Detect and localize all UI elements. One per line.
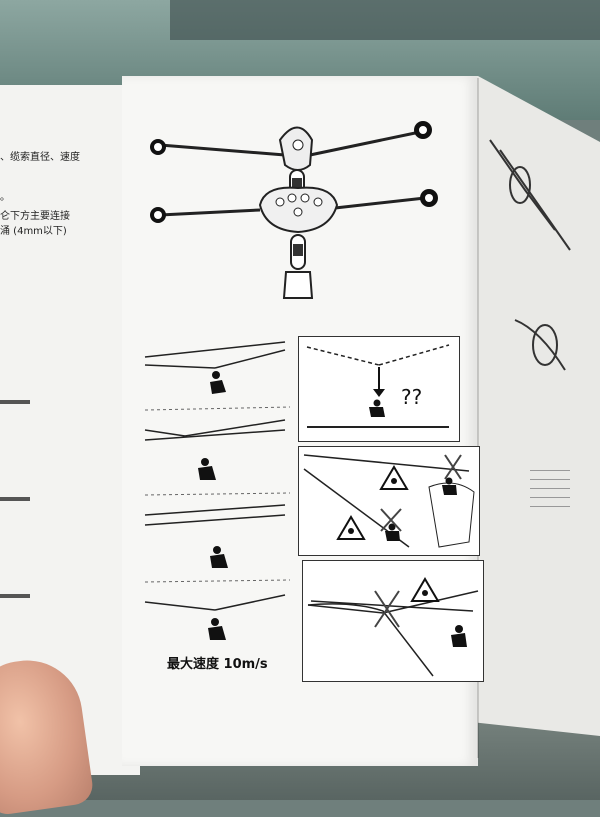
left-text-line: 、缆索直径、速度	[0, 152, 80, 163]
right-page-notes	[530, 470, 570, 515]
rigging-plate-icon	[258, 186, 339, 234]
climber-figure-icon	[198, 458, 216, 480]
pulley-icon	[278, 126, 314, 171]
pulley-assembly-diagram	[150, 121, 438, 299]
section-bar	[0, 594, 30, 598]
section-bar	[0, 497, 30, 501]
skull-warning-icon	[410, 577, 440, 602]
left-page-section-bars	[0, 400, 30, 691]
zipline-sequence-diagram	[144, 341, 291, 640]
note-line	[530, 497, 570, 506]
leaflet-right-page	[478, 76, 600, 736]
warning-panel-cliff-collision	[298, 446, 480, 556]
left-text-line: 仑下方主要连接	[0, 211, 70, 222]
note-line	[530, 470, 570, 479]
note-line	[530, 488, 570, 497]
climber-figure-icon	[210, 546, 228, 568]
question-marks: ??	[401, 385, 423, 409]
note-line	[530, 506, 570, 515]
warning-panel-rope-crossing	[302, 560, 484, 682]
skull-warning-icon	[336, 515, 366, 540]
page-fold	[477, 78, 479, 758]
climber-figure-icon	[451, 625, 467, 647]
left-text-line: 涌 (4mm以下)	[0, 226, 67, 237]
background-shelf	[170, 0, 600, 40]
section-bar	[0, 400, 30, 404]
climber-figure-icon	[210, 371, 226, 394]
skull-warning-icon	[379, 465, 409, 490]
climber-figure-icon	[369, 399, 385, 417]
carabiner-icon	[290, 234, 306, 270]
note-line	[530, 479, 570, 488]
panel-illustration	[306, 344, 450, 428]
panel-illustration	[307, 577, 479, 677]
climber-figure-icon	[208, 618, 226, 640]
panel-illustration	[303, 454, 475, 548]
left-page-text: 、缆索直径、速度 。 仑下方主要连接 涌 (4mm以下)	[0, 150, 130, 239]
right-page-diagram	[489, 139, 571, 371]
cross-mark-icon	[374, 590, 400, 628]
load-weight-icon	[282, 271, 314, 299]
rope-anchor-icon	[150, 121, 438, 223]
left-text-line: 。	[0, 192, 10, 203]
warning-panel-slack-rope: ??	[298, 336, 460, 442]
climber-figure-icon	[385, 477, 457, 541]
max-speed-label: 最大速度 10m/s	[167, 657, 268, 672]
cross-mark-icon	[380, 454, 462, 532]
